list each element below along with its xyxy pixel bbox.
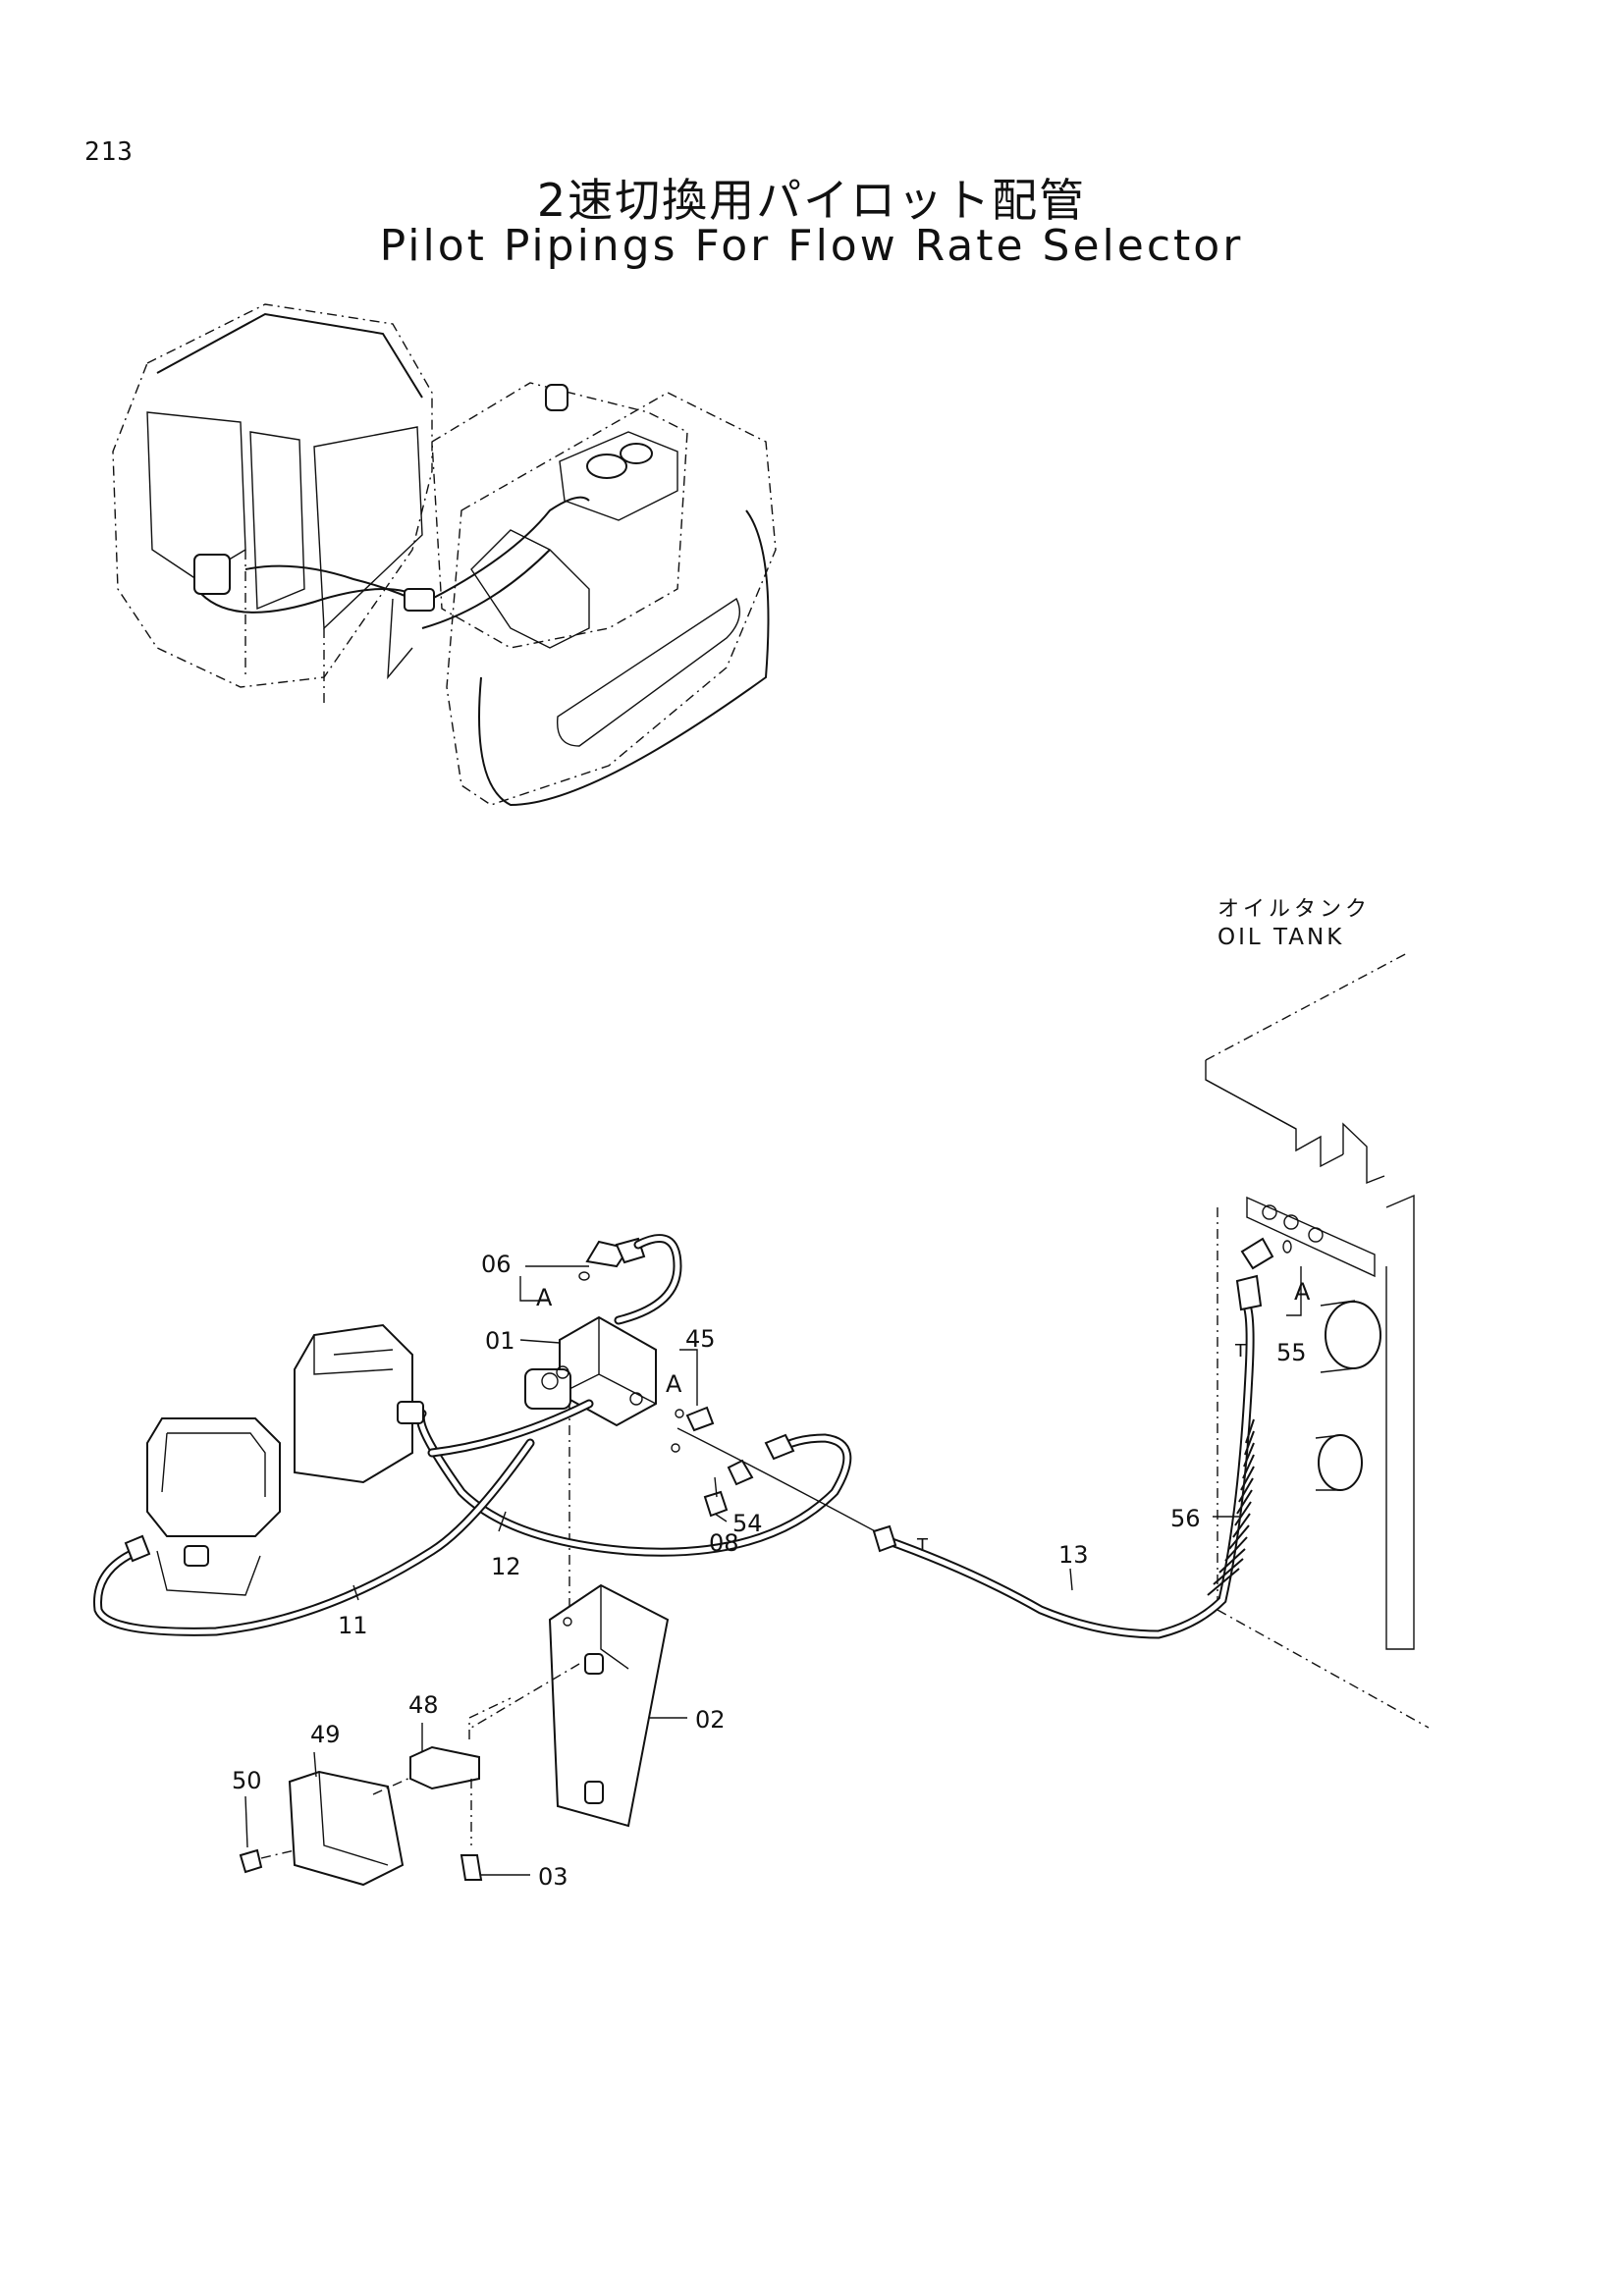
- callout-13: 13: [1058, 1541, 1089, 1569]
- callout-01: 01: [485, 1327, 515, 1355]
- callout-48: 48: [408, 1691, 439, 1719]
- bracket-drawing: [239, 1583, 670, 1887]
- oil-tank-label-english: OIL TANK: [1217, 925, 1345, 950]
- callout-45: 45: [685, 1325, 716, 1353]
- pilot-control-units-drawing: [124, 1323, 424, 1596]
- port-label-a-mid: A: [666, 1370, 682, 1398]
- page-title-japanese: 2速切換用パイロット配管: [536, 174, 1087, 227]
- page-number: 213: [84, 137, 134, 167]
- hose-assemblies: [93, 1234, 1292, 1639]
- callout-leaders: [244, 1265, 1302, 1876]
- selector-valve-drawing: [524, 1237, 754, 1620]
- callout-54: 54: [732, 1510, 763, 1537]
- callout-50: 50: [232, 1767, 262, 1794]
- port-label-t-right: T: [1234, 1341, 1247, 1362]
- callout-08: 08: [709, 1529, 739, 1557]
- oil-tank-label-japanese: オイルタンク: [1217, 897, 1372, 922]
- callout-55: 55: [1276, 1339, 1307, 1366]
- callout-12: 12: [491, 1553, 521, 1580]
- port-label-a-left: A: [536, 1284, 553, 1311]
- page-title-english: Pilot Pipings For Flow Rate Selector: [379, 221, 1244, 271]
- callout-56: 56: [1170, 1505, 1201, 1532]
- callout-06: 06: [481, 1251, 512, 1278]
- port-label-t-left: T: [916, 1535, 929, 1556]
- callout-49: 49: [310, 1721, 341, 1748]
- callout-03: 03: [538, 1863, 568, 1891]
- port-label-a-right: A: [1294, 1278, 1311, 1306]
- excavator-overview-drawing: [112, 303, 777, 807]
- oil-tank-drawing: [1205, 951, 1430, 1729]
- callout-11: 11: [338, 1612, 368, 1639]
- callout-02: 02: [695, 1706, 726, 1734]
